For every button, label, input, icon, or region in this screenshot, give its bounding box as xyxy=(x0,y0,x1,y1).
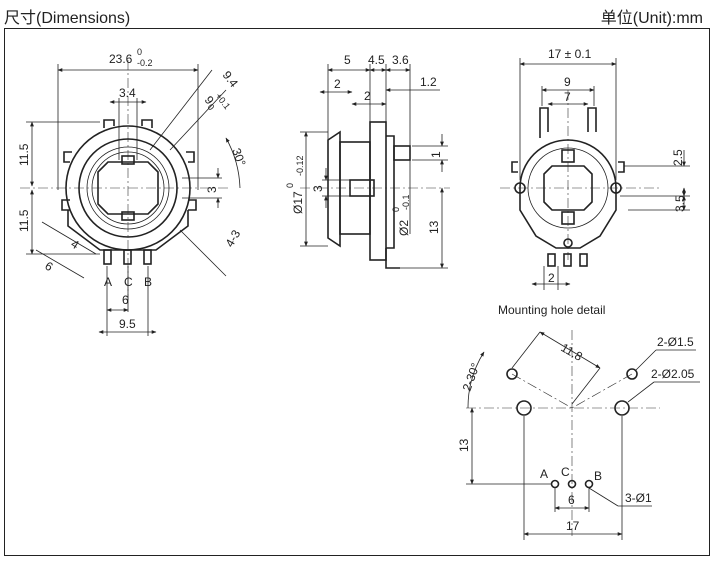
front-offset-3: 3 xyxy=(205,186,219,193)
front-width-tol-lower: -0.2 xyxy=(137,58,153,68)
side-d13: 13 xyxy=(427,220,441,234)
page-title: 尺寸(Dimensions) xyxy=(4,10,131,27)
front-width: 23.6 xyxy=(109,52,133,66)
back-d25: 2.5 xyxy=(671,149,685,166)
mount-angle: 2-30° xyxy=(460,361,483,393)
front-pin-a: A xyxy=(104,275,112,289)
front-width-tol-upper: 0 xyxy=(137,47,142,57)
side-d3: 3 xyxy=(311,185,325,192)
side-shaft-dia: Ø2 xyxy=(397,220,411,236)
front-pin-c: C xyxy=(124,275,133,289)
back-d2: 2 xyxy=(548,271,555,285)
side-d1: 1 xyxy=(429,151,443,158)
mount-pin-b: B xyxy=(594,469,602,483)
side-shaft-tol-lower: -0.1 xyxy=(401,194,411,210)
back-d7: 7 xyxy=(564,90,571,104)
front-lower-half: 11.5 xyxy=(17,209,31,232)
front-shaft-flat: 3.4 xyxy=(119,86,136,100)
front-hole-count: 4-3 xyxy=(222,227,243,249)
front-diag-a: 9.4 xyxy=(220,68,242,90)
mount-hole-large: 2-Ø2.05 xyxy=(651,367,695,381)
side-shaft-tol-upper: 0 xyxy=(391,207,401,212)
side-view: 5 4.5 3.6 1.2 2 2 Ø17 0 -0.12 3 Ø2 0 -0.… xyxy=(285,53,450,269)
side-d12: 1.2 xyxy=(420,75,437,89)
side-body-tol-lower: -0.12 xyxy=(295,155,305,176)
mount-hole-small: 2-Ø1.5 xyxy=(657,335,694,349)
side-d5: 5 xyxy=(344,53,351,67)
mount-pin-a: A xyxy=(540,467,548,481)
drawing-frame xyxy=(4,28,710,556)
side-d2b: 2 xyxy=(364,89,371,103)
back-width: 17 ± 0.1 xyxy=(548,47,592,61)
front-diag-b-tol-lower: 0 xyxy=(205,102,216,112)
front-angle: 30° xyxy=(229,146,248,168)
front-dim-6: 6 xyxy=(42,259,55,275)
mount-pin-pitch: 6 xyxy=(568,493,575,507)
mount-d118: 11.8 xyxy=(559,340,586,364)
front-diag-b-tol-upper: +0.1 xyxy=(213,91,232,111)
mount-pin-c: C xyxy=(561,465,570,479)
unit-label: 单位(Unit):mm xyxy=(600,10,703,27)
front-view: 23.6 0 -0.2 3.4 9.4 9 +0.1 0 11.5 11.5 3… xyxy=(17,47,249,336)
back-d9: 9 xyxy=(564,75,571,89)
front-upper-half: 11.5 xyxy=(17,143,31,166)
side-body-tol-upper: 0 xyxy=(285,183,295,188)
side-body-dia: Ø17 xyxy=(291,191,305,214)
back-view: 17 ± 0.1 9 7 2.5 3.5 2 xyxy=(500,47,690,290)
side-d36: 3.6 xyxy=(392,53,409,67)
front-pin-pitch: 6 xyxy=(122,293,129,307)
mounting-title: Mounting hole detail xyxy=(498,303,605,317)
mount-pin-holes: 3-Ø1 xyxy=(625,491,652,505)
mounting-detail: Mounting hole detail 11.8 2-30° 2-Ø1.5 2… xyxy=(457,303,700,540)
mount-span: 17 xyxy=(566,519,580,533)
front-pin-span: 9.5 xyxy=(119,317,136,331)
side-d45: 4.5 xyxy=(368,53,385,67)
mount-d13: 13 xyxy=(457,438,471,452)
side-d2a: 2 xyxy=(334,77,341,91)
back-d35: 3.5 xyxy=(673,195,687,212)
